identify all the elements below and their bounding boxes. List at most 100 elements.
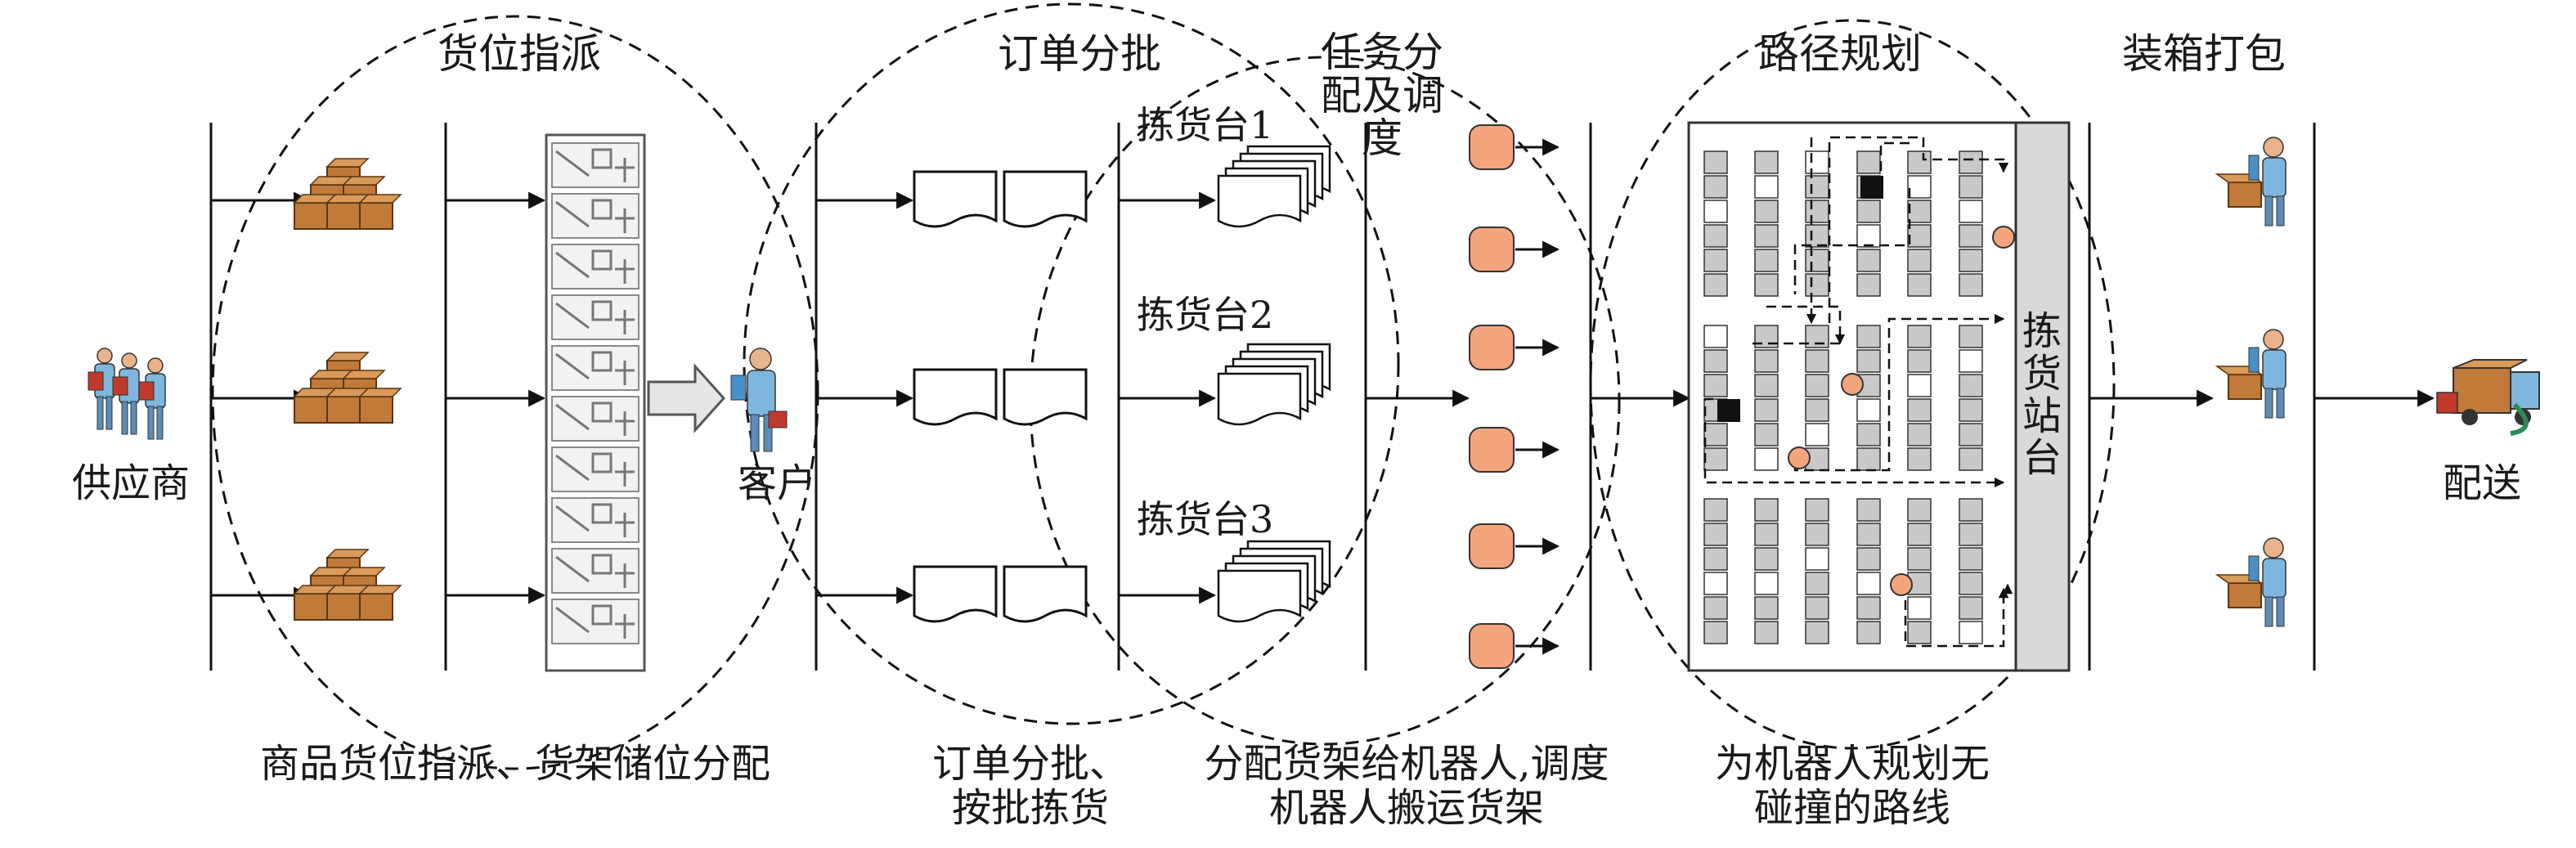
shelf-cell <box>1856 249 1881 272</box>
shelf-cell <box>1703 200 1728 223</box>
map-robots <box>1788 226 2015 596</box>
shelf-cell <box>1805 498 1829 522</box>
shelf-cell <box>1959 523 1983 546</box>
customer-icon <box>730 348 788 452</box>
shelf-cell <box>1754 596 1779 620</box>
shelf-cell <box>1754 523 1779 546</box>
shelf-cell <box>1754 150 1779 174</box>
shelf-cell <box>1959 150 1983 174</box>
shelf-cell <box>1805 398 1829 422</box>
caption-allocation: 分配货架给机器人,调度机器人搬运货架 <box>1204 741 1609 831</box>
order-arrows <box>816 191 2435 604</box>
shelf-cell <box>1959 447 1983 471</box>
delivery-truck-icon <box>2436 359 2540 436</box>
shelf-cell <box>1856 423 1881 446</box>
stage-header-batching: 订单分批 <box>998 30 1161 78</box>
shelf-cell <box>1959 325 1983 348</box>
shelf-cell <box>1856 150 1881 174</box>
shelf-cell <box>1856 523 1881 546</box>
station-2-label: 拣货台2 <box>1137 293 1274 337</box>
robot-icon <box>1469 523 1560 569</box>
shelf-row <box>551 446 640 492</box>
shelf-cell <box>1856 398 1881 422</box>
shelf-cell <box>1703 572 1728 595</box>
caption-batching: 订单分批、按批拣货 <box>931 741 1129 831</box>
storage-shelf-icon <box>545 133 646 672</box>
goods-boxes-icon <box>293 352 402 424</box>
shelf-cell <box>1754 249 1779 272</box>
robot-column <box>1469 124 1560 669</box>
shelf-cell <box>1703 447 1728 471</box>
shelf-cell <box>1703 621 1728 644</box>
picking-station-stack <box>1217 145 1331 228</box>
shelf-cell <box>1703 349 1728 373</box>
supplier-label: 供应商 <box>71 460 191 506</box>
shelf-cell <box>1703 249 1728 272</box>
shelf-cell <box>1805 224 1829 248</box>
shelf-cell <box>1703 175 1728 199</box>
shelf-cell <box>1805 523 1829 546</box>
stage-header-path: 路径规划 <box>1758 30 1922 78</box>
shelf-row <box>551 244 640 289</box>
shelf-cell <box>1959 249 1983 272</box>
packing-workers <box>2215 137 2287 627</box>
shelf-cell <box>1856 447 1881 471</box>
shelf-cell <box>1856 349 1881 373</box>
shelf-cell <box>1856 621 1881 644</box>
shelf-to-customer-arrow <box>647 363 726 433</box>
shelf-cell <box>1907 374 1932 397</box>
packing-worker-icon <box>2215 137 2287 227</box>
warehouse-map <box>1687 121 2071 672</box>
shelf-cell <box>1959 498 1983 522</box>
shelf-cell <box>1754 273 1779 297</box>
shelf-cell <box>1907 523 1932 546</box>
shelf-cell <box>1703 273 1728 297</box>
batching-region <box>743 2 1400 725</box>
shelf-row <box>551 396 640 442</box>
shelf-cell <box>1754 175 1779 199</box>
shelf-row <box>551 548 640 594</box>
shelf-cell <box>1703 596 1728 620</box>
shelf-cell <box>1754 498 1779 522</box>
shelf-cell <box>1959 200 1983 223</box>
shelf-row <box>551 345 640 391</box>
shelf-cell <box>1907 349 1932 373</box>
obstacle-marker <box>1860 176 1883 199</box>
caption-slotting: 商品货位指派、货架储位分配 <box>259 741 771 787</box>
shelf-cell <box>1907 273 1932 297</box>
caption-path: 为机器人规划无碰撞的路线 <box>1714 741 1990 831</box>
shelf-cell <box>1959 224 1983 248</box>
shelf-cell <box>1856 273 1881 297</box>
shelf-cell <box>1703 498 1728 522</box>
station-1-label: 拣货台1 <box>1137 103 1274 147</box>
robot-icon <box>1469 227 1560 272</box>
stage-header-slotting: 货位指派 <box>438 30 601 78</box>
shelf-cell <box>1907 447 1932 471</box>
goods-box-piles <box>293 158 402 621</box>
shelf-cell <box>1703 374 1728 397</box>
shelf-cell <box>1754 621 1779 644</box>
shelf-cell <box>1805 621 1829 644</box>
order-document-icon <box>913 170 1088 228</box>
shelf-cell <box>1754 200 1779 223</box>
shelf-cell <box>1805 596 1829 620</box>
shelf-cell <box>1805 200 1829 223</box>
shelf-cell <box>1907 200 1932 223</box>
shelf-cell <box>1856 498 1881 522</box>
shelf-cell <box>1959 398 1983 422</box>
goods-boxes-icon <box>293 158 402 230</box>
shelf-cell <box>1959 596 1983 620</box>
shelf-cell <box>1805 150 1829 174</box>
supplier-people-icon <box>88 348 166 440</box>
shelf-cell <box>1856 547 1881 571</box>
supplier-arrows <box>211 191 312 604</box>
order-document-icon <box>913 368 1088 426</box>
shelf-cell <box>1703 150 1728 174</box>
shelf-cell <box>1805 572 1829 595</box>
shelf-cell <box>1805 175 1829 199</box>
shelf-cell <box>1959 273 1983 297</box>
goods-arrows <box>446 191 546 604</box>
shelf-cell <box>1959 349 1983 373</box>
shelf-cell <box>1907 325 1932 348</box>
